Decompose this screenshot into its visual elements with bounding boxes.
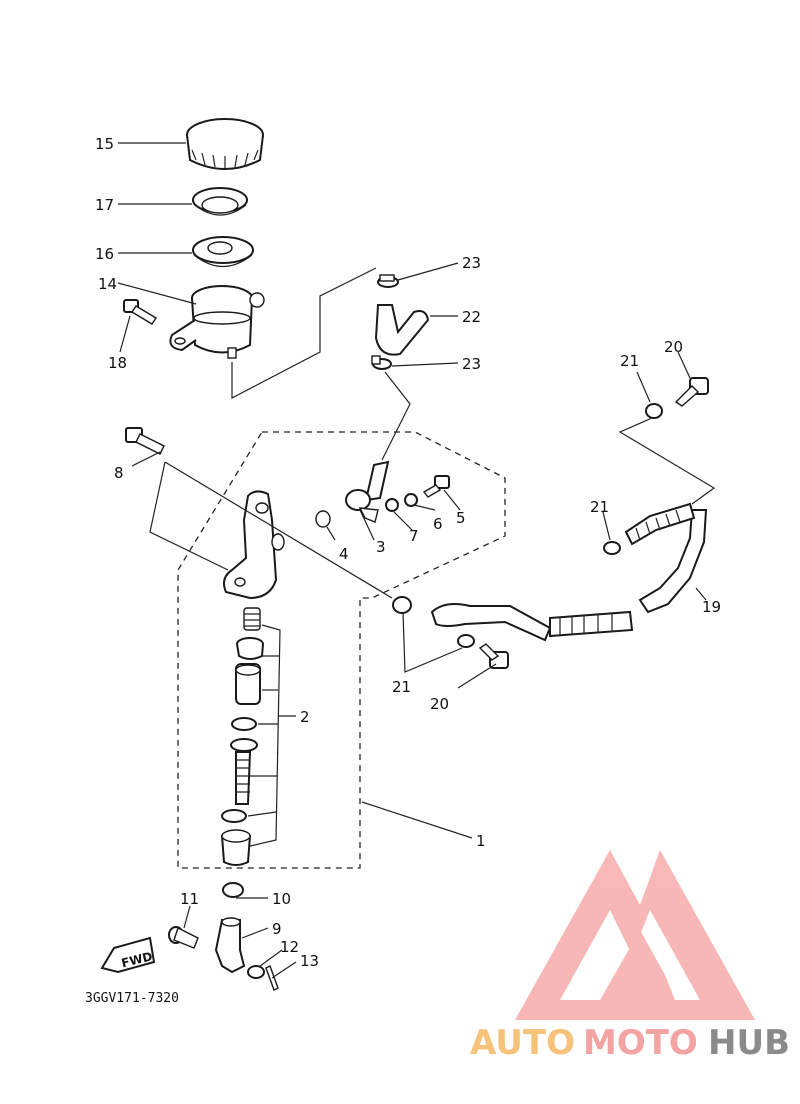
assembly-outline bbox=[177, 431, 506, 869]
callout-14: 14 bbox=[98, 275, 117, 293]
watermark-hub: HUB bbox=[708, 1023, 790, 1063]
callout-18: 18 bbox=[108, 354, 127, 372]
callout-15: 15 bbox=[95, 135, 114, 153]
piston-kit bbox=[220, 607, 264, 866]
o-ring bbox=[315, 510, 331, 528]
callout-13: 13 bbox=[300, 952, 319, 970]
gasket-upper bbox=[645, 403, 663, 419]
callout-2: 2 bbox=[300, 708, 310, 726]
reservoir-cap bbox=[186, 118, 264, 170]
clevis bbox=[214, 917, 246, 974]
screw-5 bbox=[422, 475, 450, 498]
union-bolt-upper bbox=[674, 377, 709, 407]
callout-20-lower: 20 bbox=[430, 695, 449, 713]
callout-19: 19 bbox=[702, 598, 721, 616]
diaphragm bbox=[192, 236, 254, 267]
diaphragm-plate bbox=[192, 187, 248, 216]
washer-6 bbox=[404, 493, 418, 507]
callout-21-lower: 21 bbox=[392, 678, 411, 696]
callout-21-upper: 21 bbox=[620, 352, 639, 370]
fwd-arrow-icon bbox=[100, 936, 156, 974]
callout-6: 6 bbox=[433, 515, 443, 533]
callout-labels: 15 17 16 14 18 23 22 23 21 20 21 8 4 3 7… bbox=[95, 135, 721, 970]
callout-16: 16 bbox=[95, 245, 114, 263]
callout-3: 3 bbox=[376, 538, 386, 556]
watermark-text: AUTO MOTO HUB bbox=[470, 1023, 790, 1063]
washer-12 bbox=[247, 965, 265, 979]
reservoir-hose bbox=[374, 304, 430, 356]
lock-nut bbox=[222, 882, 244, 898]
diagram-code: 3GGV171-7320 bbox=[85, 991, 179, 1006]
callout-8: 8 bbox=[114, 464, 124, 482]
clip-upper bbox=[377, 274, 399, 288]
hose-joint bbox=[345, 460, 390, 523]
master-cylinder-body bbox=[223, 490, 285, 600]
callout-5: 5 bbox=[456, 509, 466, 527]
callout-21-right: 21 bbox=[590, 498, 609, 516]
callout-1: 1 bbox=[476, 832, 486, 850]
watermark-auto: AUTO bbox=[470, 1023, 575, 1063]
reservoir-tank bbox=[169, 285, 265, 359]
callout-23-lower: 23 bbox=[462, 355, 481, 373]
callout-22: 22 bbox=[462, 308, 481, 326]
gasket-master bbox=[392, 596, 412, 614]
clip-lower bbox=[371, 355, 392, 370]
watermark-moto: MOTO bbox=[583, 1023, 698, 1063]
reservoir-bolt bbox=[123, 299, 157, 325]
bolt-8 bbox=[125, 427, 165, 455]
callout-23-upper: 23 bbox=[462, 254, 481, 272]
callout-10: 10 bbox=[272, 890, 291, 908]
brake-hose bbox=[430, 502, 708, 642]
callout-7: 7 bbox=[409, 527, 419, 545]
callout-4: 4 bbox=[339, 545, 349, 563]
watermark-logo bbox=[515, 850, 755, 1020]
washer-7 bbox=[385, 498, 399, 512]
callout-11: 11 bbox=[180, 890, 199, 908]
callout-20-upper: 20 bbox=[664, 338, 683, 356]
union-bolt-lower bbox=[478, 643, 509, 669]
callout-17: 17 bbox=[95, 196, 114, 214]
callout-9: 9 bbox=[272, 920, 282, 938]
callout-12: 12 bbox=[280, 938, 299, 956]
gasket-lower bbox=[457, 634, 475, 648]
leader-lines bbox=[117, 142, 716, 979]
clevis-pin bbox=[168, 926, 199, 949]
